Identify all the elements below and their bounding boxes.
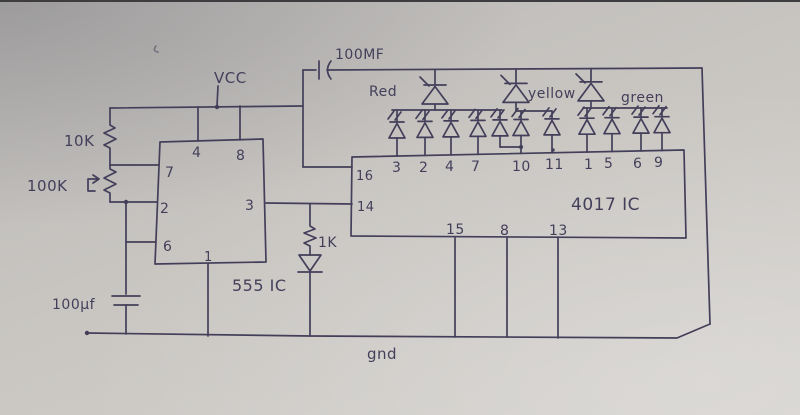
- led-small-3: [441, 109, 460, 156]
- ic4017-pin-q-6: 6: [633, 156, 642, 172]
- ic555-pin1: 1: [204, 250, 213, 265]
- ic4017-pin-q-5: 5: [604, 156, 613, 172]
- wire-top-rail: [326, 67, 703, 71]
- ic555-label: 555 IC: [232, 276, 287, 295]
- led-small-10: [631, 105, 650, 152]
- led-big-red: [419, 68, 449, 111]
- ic555-pin4: 4: [192, 145, 201, 161]
- led-small-8: [577, 106, 596, 154]
- ic555-pin7: 7: [165, 165, 174, 181]
- led-triangle: [603, 118, 621, 135]
- cap100uf-label: 100μf: [52, 297, 96, 313]
- resistor-10k: [103, 107, 117, 166]
- led-small-9: [602, 105, 621, 153]
- led-triangle: [653, 117, 671, 134]
- led-triangle: [577, 82, 605, 102]
- junction-dot-gnd-left: [84, 330, 90, 336]
- ic555-pin3: 3: [245, 198, 254, 214]
- led-triangle: [442, 121, 460, 138]
- ic4017-pin-q-1: 1: [584, 157, 593, 173]
- led-arrows-icon: [441, 109, 456, 120]
- pot100k-label: 100K: [27, 177, 68, 195]
- ic4017-pin-q-4: 4: [445, 159, 454, 175]
- traffic-leds: [419, 67, 605, 112]
- ic4017-pin-q-2: 2: [419, 160, 428, 176]
- wire-gnd-rail: [86, 323, 711, 339]
- led-small-4: [468, 108, 487, 156]
- led-arrows-icon: [577, 106, 592, 118]
- junction-dot-vcc: [214, 104, 220, 110]
- stray-pen-mark: [153, 45, 159, 53]
- ic555-pin2: 2: [160, 201, 169, 217]
- ic4017-pin-q-9: 9: [654, 155, 663, 171]
- green-group-label: green: [621, 90, 664, 106]
- led-arrows-icon: [542, 107, 557, 118]
- ic4017-pin16: 16: [356, 169, 374, 184]
- ic4017-pin-q-7: 7: [471, 159, 480, 175]
- led-triangle: [502, 84, 530, 104]
- led-arrows-icon: [631, 105, 646, 116]
- led-triangle: [512, 120, 530, 137]
- gnd-label: gnd: [367, 345, 397, 363]
- red-group-label: Red: [369, 84, 397, 100]
- wire-pin3-to-pin14: [265, 202, 353, 205]
- led-triangle: [491, 120, 509, 137]
- led-triangle: [469, 121, 487, 138]
- capacitor-100uf: [111, 295, 141, 306]
- led-triangle: [578, 118, 596, 136]
- ic4017-outline: [350, 149, 687, 239]
- diode-1k-triangle: [298, 254, 322, 272]
- pot-wiper-arrow-icon: [87, 174, 100, 192]
- ic4017-label: 4017 IC: [571, 195, 640, 215]
- ic4017-pin13: 13: [549, 223, 568, 239]
- junction-dot-pin2: [123, 199, 129, 205]
- wire-right-edge: [701, 67, 711, 325]
- ic555-outline: [154, 138, 267, 265]
- wire-vcc-stub: [216, 85, 219, 107]
- ic4017-pin-q-11: 11: [545, 157, 564, 173]
- led-arrows-icon: [415, 109, 430, 121]
- led-arrows-icon: [511, 107, 526, 119]
- cap100mf-label: 100MF: [335, 47, 384, 63]
- led-big-yellow: [500, 68, 530, 112]
- led-triangle: [388, 122, 406, 139]
- vcc-label: VCC: [214, 69, 247, 87]
- yellow-group-label: yellow: [528, 86, 576, 102]
- circuit-ink: [84, 45, 711, 339]
- led-small-5: [490, 108, 509, 148]
- potentiometer-100k: [103, 164, 117, 203]
- led-small-1: [387, 109, 406, 157]
- r10k-label: 10K: [64, 132, 95, 150]
- wire-vcc-rail: [109, 105, 304, 109]
- led-arrows-icon: [468, 108, 483, 120]
- led-triangle: [421, 85, 449, 105]
- led-big-green: [575, 67, 605, 109]
- ic4017-pin8: 8: [500, 223, 509, 239]
- output-led-array: [387, 104, 671, 157]
- led-arrows-icon: [602, 105, 617, 117]
- led-arrows-icon: [652, 104, 667, 116]
- ic4017-pin14: 14: [357, 200, 375, 215]
- led-arrows-icon: [387, 110, 402, 121]
- led-triangle: [543, 119, 561, 136]
- led-arrows-icon: [490, 108, 505, 119]
- ic555-pin8: 8: [236, 148, 245, 164]
- led-small-6: [511, 107, 530, 155]
- led-small-11: [652, 104, 671, 152]
- led-triangle: [416, 122, 434, 139]
- ic4017-pin-q-10: 10: [512, 159, 531, 175]
- r1k-label: 1K: [318, 235, 337, 251]
- ic4017-pin-q-3: 3: [392, 160, 401, 176]
- led-small-7: [542, 107, 561, 154]
- ic4017-pin15: 15: [446, 222, 465, 238]
- ic555-pin6: 6: [163, 239, 172, 255]
- resistor-1k: [303, 203, 317, 256]
- led-small-2: [415, 109, 434, 157]
- led-triangle: [632, 117, 650, 134]
